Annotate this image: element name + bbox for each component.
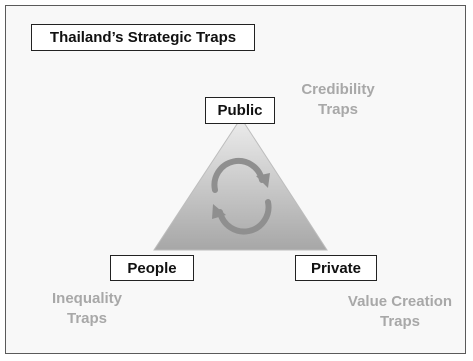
credibility-traps-label: Credibility Traps: [288, 80, 388, 120]
inequality-traps-line1: Inequality: [51, 290, 122, 307]
inequality-traps-label: Inequality Traps: [37, 289, 137, 329]
inequality-traps-line2: Traps: [66, 310, 108, 327]
node-private: Private: [295, 255, 377, 281]
node-public: Public: [205, 97, 275, 124]
credibility-traps-line2: Traps: [317, 101, 359, 118]
value-creation-traps-line2: Traps: [379, 313, 421, 330]
value-creation-traps-label: Value Creation Traps: [337, 292, 463, 332]
diagram-title: Thailand’s Strategic Traps: [31, 24, 255, 51]
node-people: People: [110, 255, 194, 281]
credibility-traps-line1: Credibility: [301, 81, 375, 98]
cycle-arrows-icon: [211, 157, 272, 235]
value-creation-traps-line1: Value Creation: [347, 293, 453, 310]
strategy-triangle: [153, 117, 328, 251]
